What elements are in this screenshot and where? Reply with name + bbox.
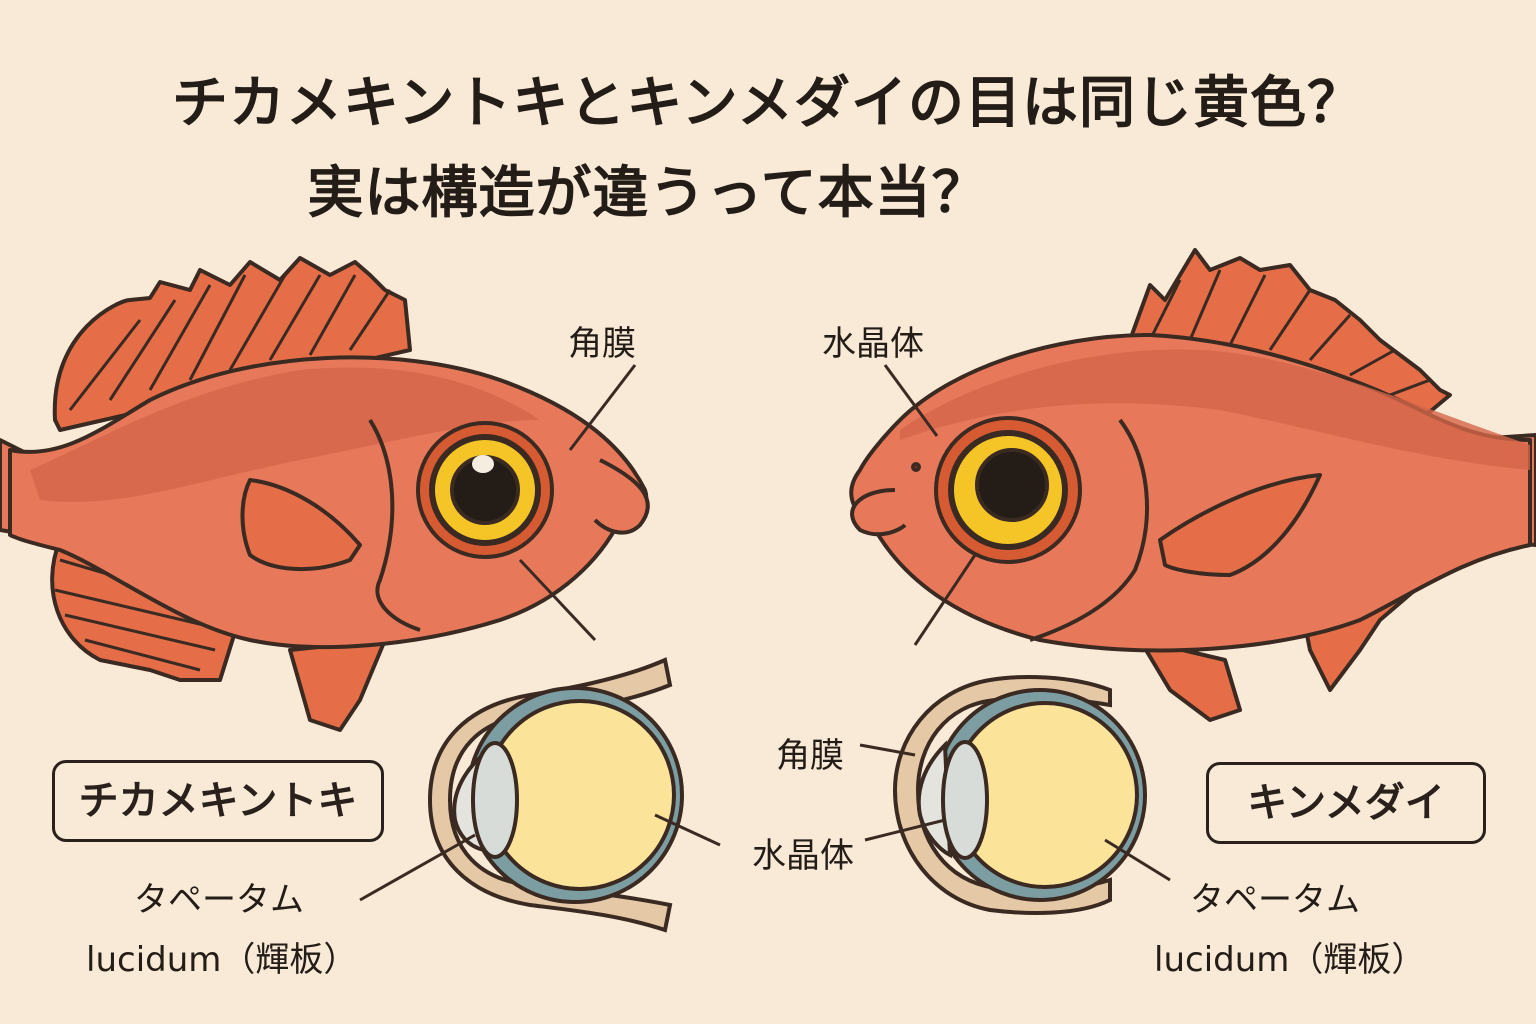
center-cornea-label: 角膜 [776,736,844,776]
right-fish-name: キンメダイ [1247,780,1445,826]
right-tapetum-label: タペータム [1190,880,1360,920]
left-fish-name: チカメキントキ [78,778,358,824]
right-fish-name-badge: キンメダイ [1206,762,1486,844]
left-fish-illustration [0,256,650,732]
right-lucidum-label: lucidum（輝板） [1154,940,1426,980]
center-lens-label: 水晶体 [752,836,854,876]
right-fish-illustration [849,248,1536,722]
left-fish-name-badge: チカメキントキ [52,760,384,842]
left-eye-cross-section [359,657,721,933]
left-cornea-label: 角膜 [568,324,636,364]
title-line-2: 実は構造が違うって本当？ [307,161,989,226]
left-lucidum-label: lucidum（輝板） [86,940,358,980]
right-eye-cross-section [859,675,1171,915]
right-lens-label: 水晶体 [822,324,924,364]
title-line-1: チカメキントキとキンメダイの目は同じ黄色？ [172,71,1364,136]
left-tapetum-label: タペータム [134,880,304,920]
